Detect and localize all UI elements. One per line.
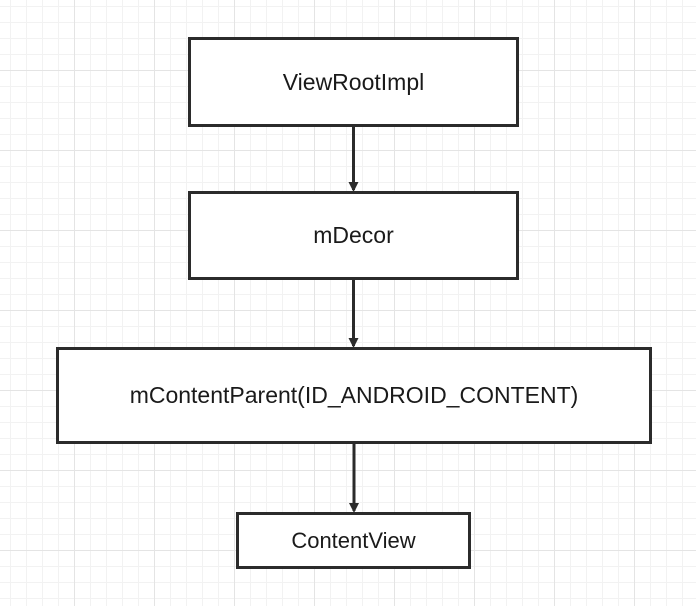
- node-contentview: ContentView: [236, 512, 471, 569]
- node-mdecor: mDecor: [188, 191, 519, 280]
- node-viewrootimpl: ViewRootImpl: [188, 37, 519, 127]
- node-mcontentparent: mContentParent(ID_ANDROID_CONTENT): [56, 347, 652, 444]
- node-label: ContentView: [291, 527, 416, 553]
- node-label: mDecor: [313, 222, 394, 248]
- node-label: mContentParent(ID_ANDROID_CONTENT): [129, 382, 579, 408]
- node-label: ViewRootImpl: [282, 68, 425, 95]
